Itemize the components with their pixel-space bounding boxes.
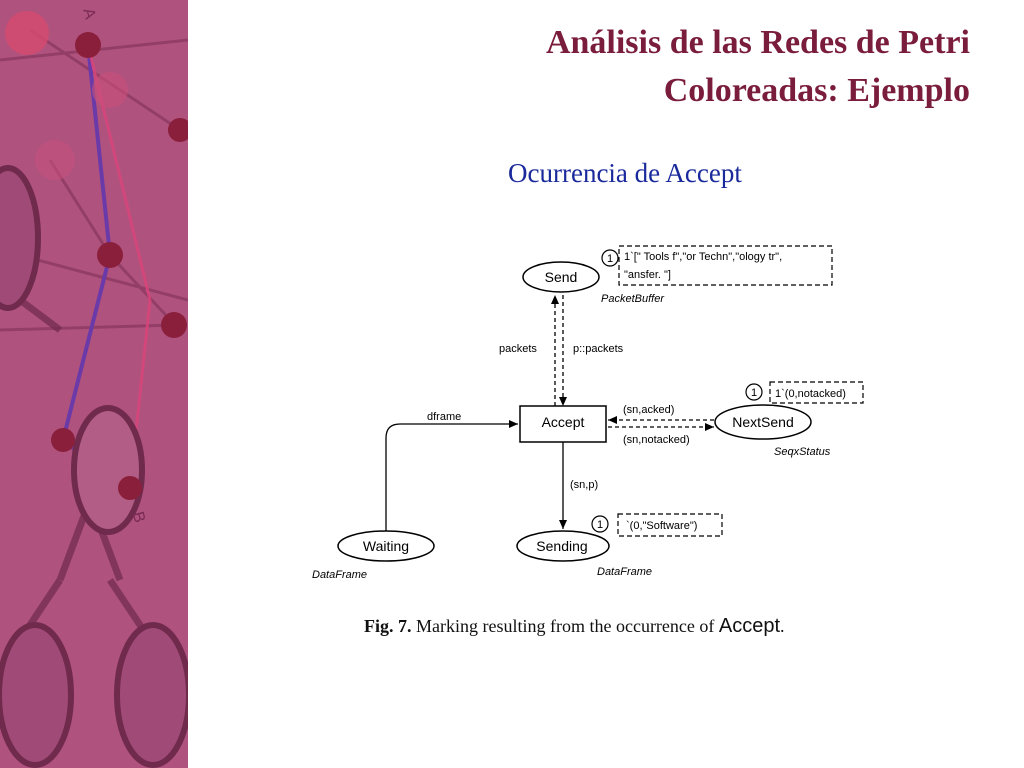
slide-subtitle: Ocurrencia de Accept (508, 158, 742, 188)
petri-net-diagram: Send PacketBuffer 1 1`[" Tools f","or Te… (312, 245, 864, 581)
slide-title-line-1: Análisis de las Redes de Petri (545, 24, 970, 61)
place-sending-label: Sending (536, 538, 587, 554)
node-label-b: B (129, 510, 148, 525)
caption-text: Marking resulting from the occurrence of (416, 616, 715, 636)
sending-token-count-badge (591, 515, 609, 533)
send-token-count: 1 (607, 253, 613, 265)
place-waiting-type: DataFrame (312, 569, 367, 581)
send-marking-line-2: "ansfer. "] (624, 269, 671, 281)
slide-title-line-2: Coloreadas: Ejemplo (663, 72, 970, 109)
send-marking-line-1: 1`[" Tools f","or Techn","ology tr", (624, 251, 782, 263)
place-sending (516, 530, 610, 562)
arc-label-sn-acked: (sn,acked) (623, 404, 674, 416)
figure-caption: Fig. 7. Marking resulting from the occur… (364, 615, 785, 638)
caption-period: . (780, 616, 785, 636)
arc-label-packets: packets (499, 343, 537, 355)
nextsend-marking: 1`(0,notacked) (775, 388, 846, 400)
sending-marking-box (617, 513, 723, 537)
decorative-sidebar: A B (0, 0, 188, 768)
send-marking-box (618, 245, 833, 286)
send-token-count-badge (601, 249, 619, 267)
nextsend-marking-box (769, 381, 864, 404)
node-label-a: A (79, 6, 98, 21)
sending-token-count: 1 (597, 519, 603, 531)
sending-marking: `(0,"Software") (626, 520, 697, 532)
place-nextsend (714, 404, 812, 440)
place-nextsend-label: NextSend (732, 414, 793, 430)
transition-accept (519, 405, 607, 443)
arc-label-sn-p: (sn,p) (570, 479, 598, 491)
nextsend-token-count-badge (745, 383, 763, 401)
place-send-type: PacketBuffer (601, 293, 665, 305)
place-send (522, 261, 600, 293)
transition-accept-label: Accept (542, 414, 585, 430)
arc-dframe (385, 420, 518, 531)
place-send-label: Send (545, 269, 578, 285)
arc-label-p-packets: p::packets (573, 343, 624, 355)
place-waiting-label: Waiting (363, 538, 409, 554)
nextsend-token-count: 1 (751, 387, 757, 399)
place-sending-type: DataFrame (597, 566, 652, 578)
network-graphic: A B (0, 0, 188, 768)
caption-fig-label: Fig. 7. (364, 616, 412, 636)
caption-accept: Accept (718, 615, 781, 637)
arc-label-sn-notacked: (sn,notacked) (623, 434, 690, 446)
place-nextsend-type: SeqxStatus (774, 446, 831, 458)
arc-label-dframe: dframe (427, 411, 461, 423)
